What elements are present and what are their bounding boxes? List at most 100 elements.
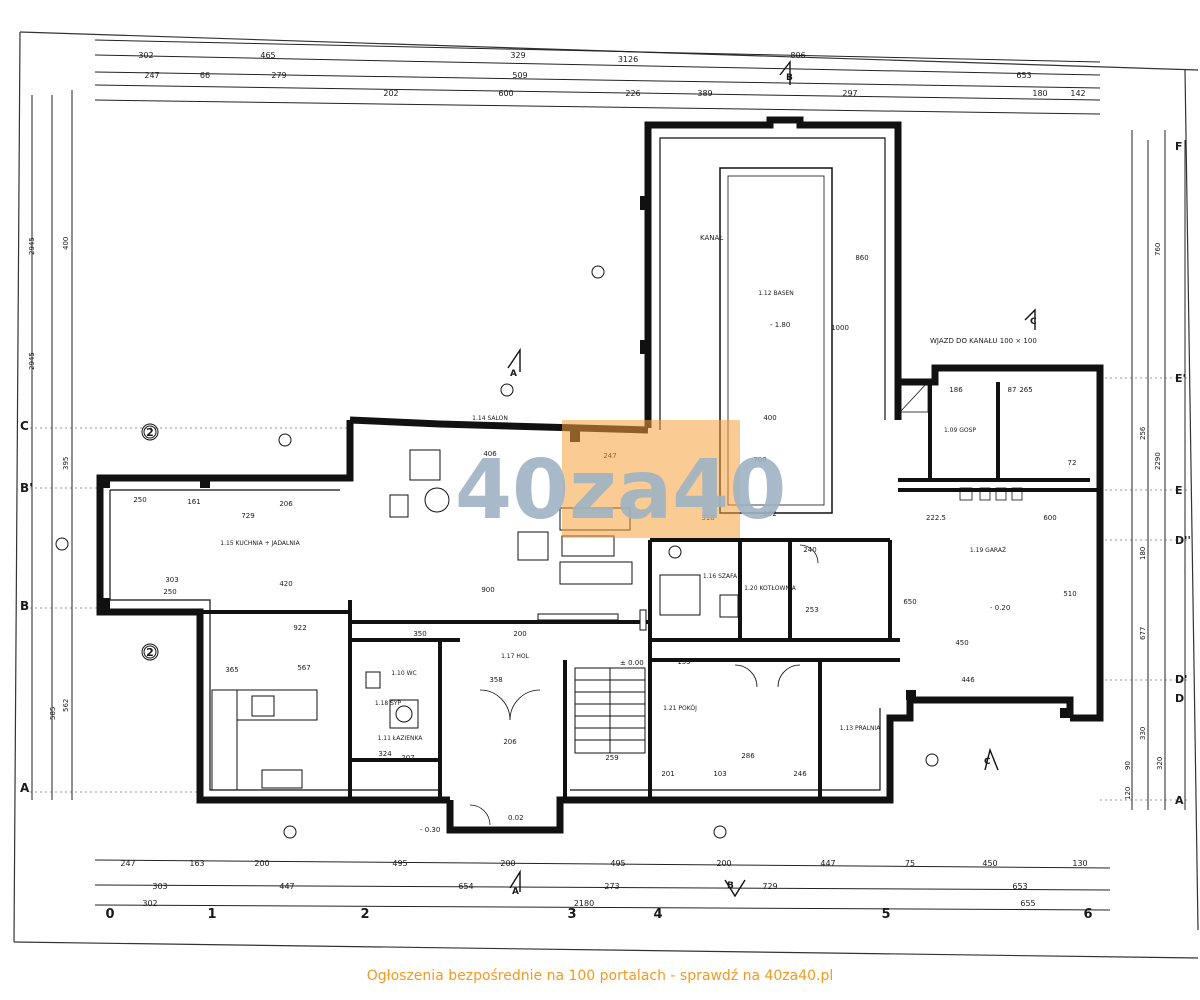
- dimension-lines-bottom: [94, 859, 1111, 911]
- room-label: 1.19 GARAŻ: [970, 547, 1006, 554]
- dimension-label: 400: [62, 237, 70, 250]
- dimension-label: 302: [142, 899, 157, 908]
- dimension-label: 72: [1068, 459, 1077, 467]
- dimension-label: 450: [982, 859, 997, 868]
- dimension-label: 389: [697, 89, 712, 98]
- dimension-label: 286: [741, 752, 755, 760]
- grid-axis-label: 5: [881, 907, 890, 922]
- dimension-label: 495: [392, 859, 407, 868]
- dimension-label: 600: [498, 89, 513, 98]
- section-mark-label: A: [510, 369, 517, 379]
- dimension-label: 447: [279, 882, 294, 891]
- dimension-label: 161: [187, 498, 200, 506]
- annotation-label: ± 0.00: [620, 659, 644, 667]
- room-label: 1.11 ŁAZIENKA: [378, 735, 424, 742]
- dimension-label: 180: [1139, 547, 1147, 560]
- grid-axis-label: A: [1175, 794, 1184, 807]
- annotation-label: WJAZD DO KANAŁU 100 × 100: [930, 337, 1037, 345]
- pool-basin: [719, 167, 833, 514]
- section-mark-label: B: [727, 881, 734, 891]
- dimension-label: 350: [413, 630, 426, 638]
- room-label: 1.16 SZAFA: [703, 573, 738, 580]
- bathroom-fixtures: [365, 545, 739, 729]
- dimension-label: 406: [483, 450, 497, 458]
- dimension-label: 495: [610, 859, 625, 868]
- annotation-label: KANAŁ: [700, 234, 723, 242]
- dimension-label: 186: [949, 386, 963, 394]
- dimension-label: 400: [763, 414, 776, 422]
- room-label: 1.12 BASEN: [758, 290, 794, 297]
- dimension-label: 3126: [618, 55, 638, 64]
- grid-axis-label: E: [1175, 484, 1183, 497]
- grid-axis-label: E': [1175, 372, 1186, 385]
- dimension-label: 279: [271, 71, 286, 80]
- dimension-label: 700: [753, 456, 766, 464]
- room-label: 1.09 GOSP: [944, 427, 976, 434]
- dimension-label: 509: [512, 71, 527, 80]
- dimension-label: 446: [961, 676, 975, 684]
- dimension-label: 226: [625, 89, 640, 98]
- dimension-label: 250: [133, 496, 146, 504]
- grid-axis-label: 2: [360, 907, 369, 922]
- dimension-label: 465: [260, 51, 275, 60]
- dimension-label: 677: [1139, 627, 1147, 640]
- annotation-label: - 0.20: [990, 604, 1010, 612]
- dimension-label: 600: [1043, 514, 1056, 522]
- grid-axis-label: C: [20, 419, 29, 433]
- dimension-label: 273: [604, 882, 619, 891]
- room-label: 1.14 SALON: [472, 415, 508, 422]
- grid-axis-label: 6: [1083, 907, 1092, 922]
- annotation-label: - 0.30: [420, 826, 440, 834]
- dimension-label: 655: [1020, 899, 1035, 908]
- section-mark-label: A: [512, 887, 519, 897]
- dimension-label: 246: [793, 770, 807, 778]
- dimension-label: 247: [144, 71, 159, 80]
- dimension-label: 297: [842, 89, 857, 98]
- dimension-label: 180: [1032, 89, 1047, 98]
- dimension-label: 358: [489, 676, 502, 684]
- section-markers: [507, 59, 1036, 898]
- dimension-label: 202: [383, 89, 398, 98]
- grid-axis-label: B: [20, 599, 29, 613]
- dimension-label: 256: [1139, 426, 1147, 440]
- dimension-label: 201: [661, 770, 674, 778]
- dimension-label: 163: [189, 859, 204, 868]
- dimension-label: 900: [481, 586, 494, 594]
- dimension-label: 200: [513, 630, 526, 638]
- dimension-label: 303: [165, 576, 178, 584]
- level-circles: [55, 265, 939, 839]
- room-label: 1.20 KOTŁOWNIA: [744, 585, 797, 592]
- dimension-label: 265: [1019, 386, 1032, 394]
- dimension-label: 206: [279, 500, 293, 508]
- exterior-wall-inner-lines: [109, 137, 886, 791]
- annotation-label: 0.02: [508, 814, 524, 822]
- dimension-label: 329: [510, 51, 525, 60]
- dimension-label: 253: [805, 606, 818, 614]
- dimension-label: 330: [1139, 727, 1147, 740]
- dimension-label: 2945: [28, 237, 36, 255]
- room-label: 1.18 SYP: [375, 700, 402, 707]
- dimension-label: 567: [297, 664, 310, 672]
- grid-axis-label: A: [20, 781, 30, 795]
- dimension-label: 200: [254, 859, 269, 868]
- grid-axis-label: D': [1175, 673, 1188, 686]
- grid-axis-label: D: [1175, 692, 1184, 705]
- dimension-label: 90: [1124, 761, 1132, 770]
- dimension-label: 653: [1012, 882, 1027, 891]
- grid-axis-label: 1: [207, 907, 216, 922]
- dimension-label: 650: [903, 598, 916, 606]
- dimension-label: 2945: [28, 352, 36, 370]
- room-label: 1.10 WC: [391, 670, 416, 677]
- dimension-lines-sides: [31, 90, 1186, 810]
- dimension-label: 87: [1008, 386, 1017, 394]
- dimension-label: 222.5: [926, 514, 946, 522]
- dimension-label: 1000: [831, 324, 849, 332]
- dimension-label: 729: [762, 882, 777, 891]
- grid-axis-label: 4: [653, 907, 662, 922]
- section-mark-label: C: [1030, 317, 1037, 327]
- interior-walls: [200, 382, 1100, 800]
- dimension-label: 365: [225, 666, 238, 674]
- dimension-label: 247: [120, 859, 135, 868]
- watermark-logo: 40za40: [455, 420, 786, 538]
- dimension-label: 806: [790, 51, 805, 60]
